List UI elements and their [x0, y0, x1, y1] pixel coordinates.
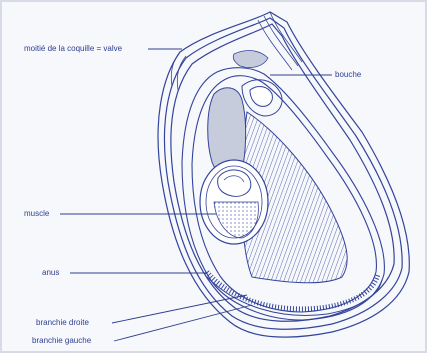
hinge-pad [233, 51, 268, 68]
label-anus: anus [42, 268, 59, 278]
adductor-muscle [200, 160, 268, 244]
mouth-region [242, 80, 282, 116]
label-bouche: bouche [335, 70, 361, 80]
label-branchie-droite: branchie droite [36, 318, 89, 328]
label-branchie-gauche: branchie gauche [32, 336, 91, 346]
label-valve: moitié de la coquille = valve [24, 44, 122, 54]
label-muscle: muscle [24, 209, 49, 219]
valve-hinge [171, 12, 302, 90]
